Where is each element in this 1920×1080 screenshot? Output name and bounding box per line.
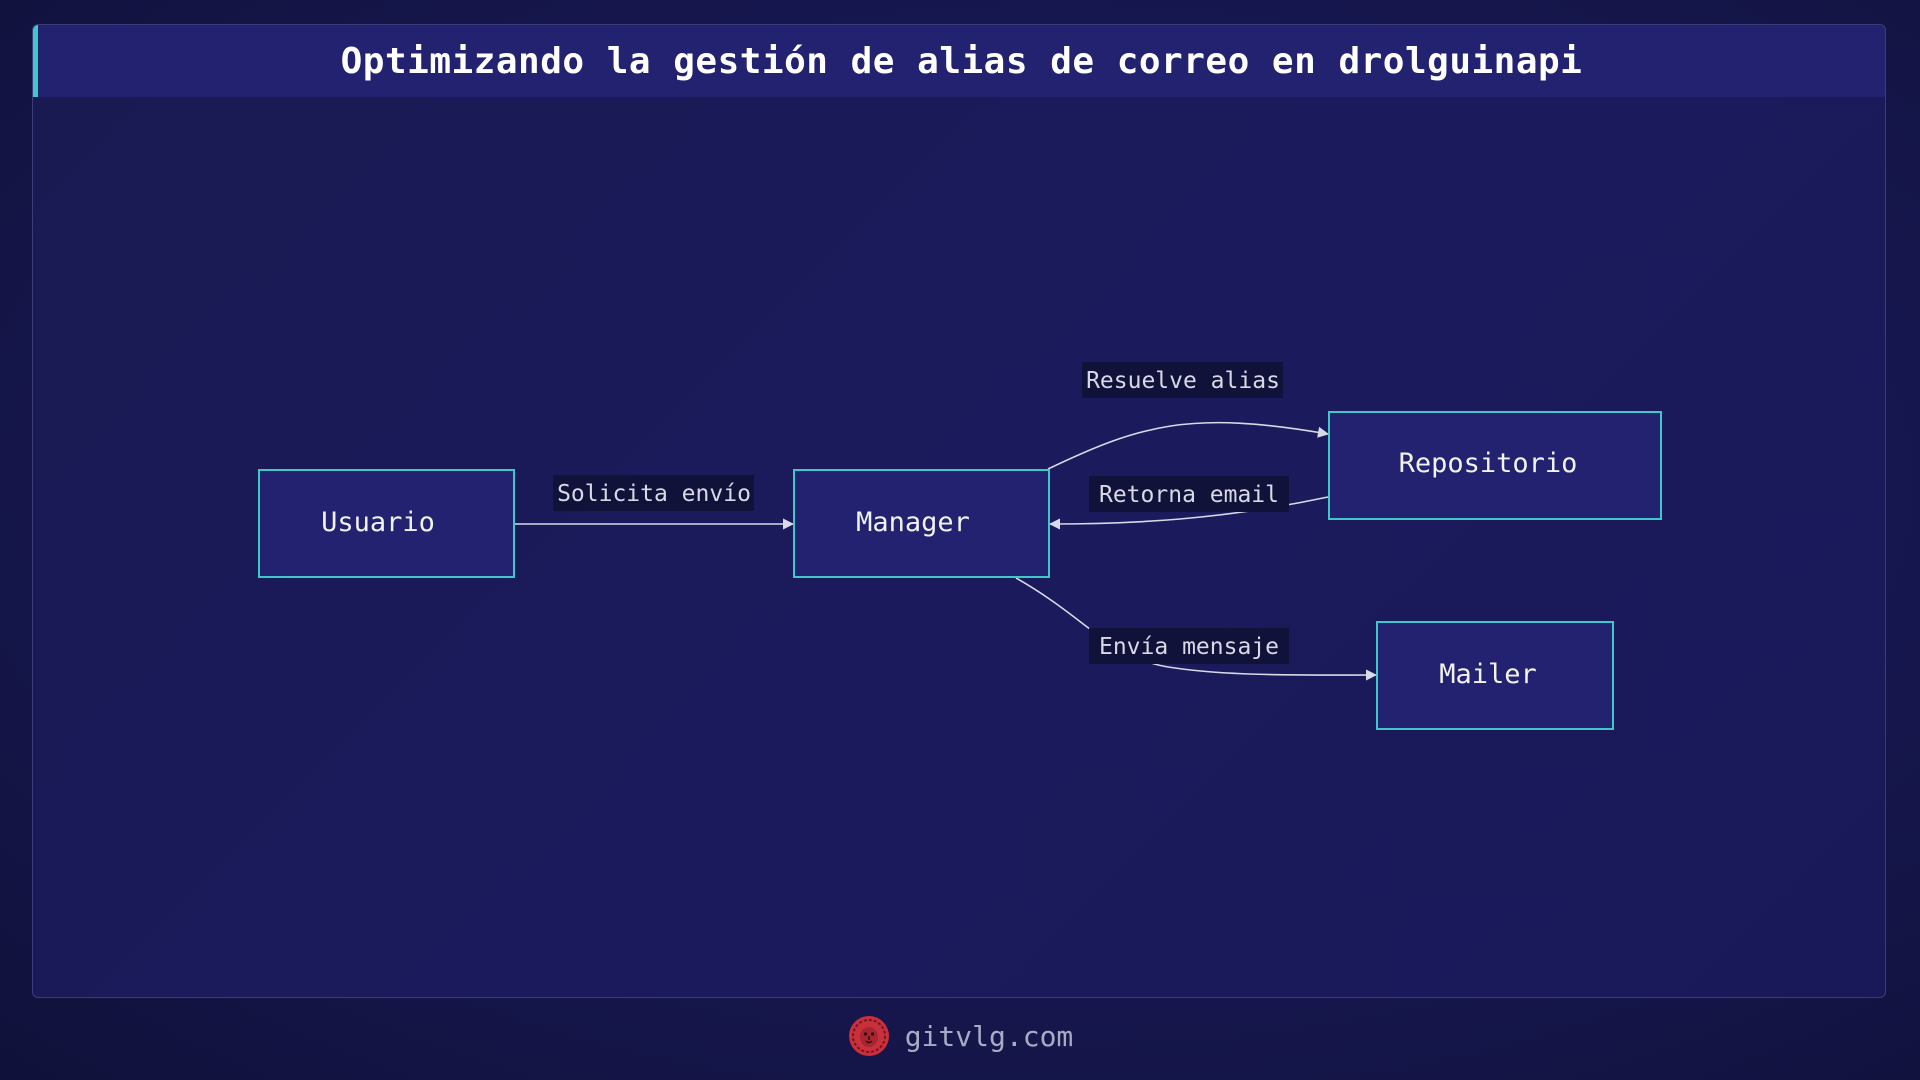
slide-title: Optimizando la gestión de alias de corre… xyxy=(340,40,1583,82)
title-bar: Optimizando la gestión de alias de corre… xyxy=(33,25,1885,97)
footer-site[interactable]: gitvlg.com xyxy=(904,1019,1074,1053)
node-manager-label: Manager xyxy=(856,507,970,538)
edge-label-envia-mensaje: Envía mensaje xyxy=(1089,628,1289,664)
edge-label-envia-mensaje-text: Envía mensaje xyxy=(1099,634,1279,660)
node-mailer: Mailer xyxy=(1376,621,1614,730)
edge-resuelve-alias xyxy=(1047,421,1330,470)
node-repositorio: Repositorio xyxy=(1328,411,1662,520)
edge-label-retorna-email: Retorna email xyxy=(1089,476,1289,512)
edge-label-solicita-envio-text: Solicita envío xyxy=(557,481,751,507)
node-repositorio-label: Repositorio xyxy=(1399,448,1578,479)
lion-head-icon xyxy=(848,1016,889,1056)
edge-envia-mensaje xyxy=(1015,577,1378,681)
edge-label-retorna-email-text: Retorna email xyxy=(1099,482,1279,508)
node-usuario-label: Usuario xyxy=(321,507,435,538)
edge-label-solicita-envio: Solicita envío xyxy=(553,475,754,511)
footer: gitvlg.com xyxy=(0,1008,1920,1064)
edge-label-resuelve-alias-text: Resuelve alias xyxy=(1086,368,1280,394)
edge-label-resuelve-alias: Resuelve alias xyxy=(1082,362,1283,398)
node-mailer-label: Mailer xyxy=(1439,659,1537,690)
node-usuario: Usuario xyxy=(258,469,515,578)
node-manager: Manager xyxy=(793,469,1050,578)
